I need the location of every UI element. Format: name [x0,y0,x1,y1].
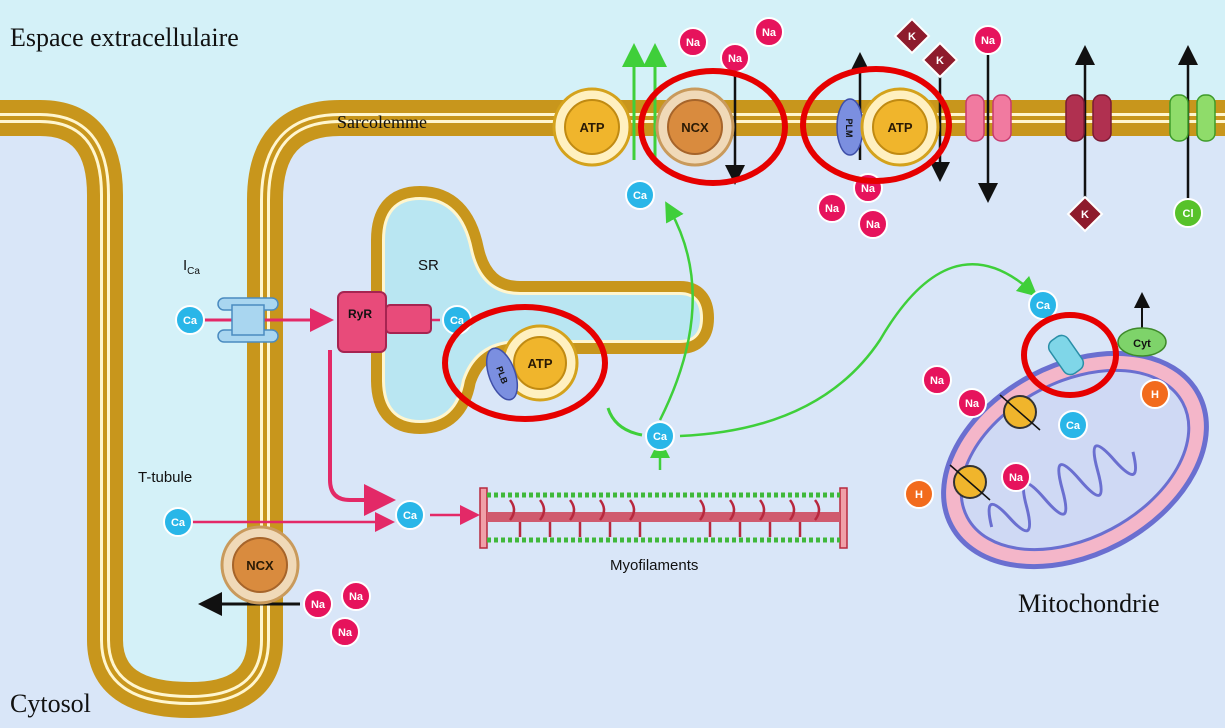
ions: Ca Ca Ca Ca Ca Ca Ca Ca Na Na Na Na Na N… [163,17,1203,647]
ca-ion: Ca [625,180,655,210]
k-ion: K [921,41,959,79]
sarcolemma-membrane [0,100,1225,719]
sarcolemma-label: Sarcolemme [337,112,427,132]
nak-atpase-icon: ATP [860,87,940,167]
highlight-circles [442,66,1119,422]
highlight-mito-uniporter [1021,312,1119,398]
svg-text:H: H [1151,389,1159,401]
na-ion: Na [754,17,784,47]
svg-text:Na: Na [981,35,996,47]
na-channel-icon [965,94,1012,142]
l-type-ca-channel-icon [217,297,279,343]
cl-ion: Cl [1173,198,1203,228]
k-channel-icon [1065,94,1112,142]
svg-text:Na: Na [686,37,701,49]
myofilaments-label: Myofilaments [610,557,698,574]
k-ion: K [1066,195,1104,233]
svg-text:Na: Na [311,599,326,611]
na-ion: Na [720,43,750,73]
plb-icon: PLB [485,347,519,401]
na-ion: Na [922,365,952,395]
na-ion: Na [957,388,987,418]
svg-text:Ca: Ca [171,517,186,529]
myofilaments [479,487,848,549]
svg-text:Ca: Ca [1036,300,1051,312]
svg-text:Ca: Ca [653,431,668,443]
atp-label-3: ATP [527,356,552,371]
svg-text:Na: Na [349,591,364,603]
na-ion: Na [1001,462,1031,492]
highlight-nak-atpase [800,66,952,184]
svg-text:Na: Na [338,627,353,639]
ncx-label-2: NCX [246,558,274,573]
ryr-icon: RyR [337,291,432,353]
ttubule-label: T-tubule [138,469,192,486]
highlight-serca [442,304,608,422]
svg-text:Ca: Ca [1066,420,1081,432]
svg-text:Na: Na [866,219,881,231]
ca-ion: Ca [1058,410,1088,440]
cyt-label: Cyt [1133,338,1151,350]
svg-text:Na: Na [930,375,945,387]
svg-text:Ca: Ca [183,315,198,327]
ncx-ttubule-icon: NCX [220,525,300,605]
ryr-label: RyR [348,307,372,321]
pumps: ATP NCX PLM ATP ATP PLB NCX [220,87,1167,605]
svg-text:Na: Na [965,398,980,410]
ica-label: ICa [183,257,200,277]
h-ion: H [904,479,934,509]
atp-label-1: ATP [579,120,604,135]
ca-ion: Ca [163,507,193,537]
ion-channels [217,94,1216,376]
mito-ca-uniporter-icon [1047,334,1085,376]
na-ion: Na [973,25,1003,55]
plm-label: PLM [844,119,854,138]
sarcolemma-atpase-icon: ATP [552,87,632,167]
svg-text:K: K [936,55,944,67]
mito-exchanger-icon-2 [949,464,991,501]
svg-text:K: K [1081,209,1089,221]
mito-exchanger-icon-1 [999,394,1041,431]
mitochondria-label: Mitochondrie [1018,589,1160,618]
na-ion: Na [858,209,888,239]
svg-text:K: K [908,31,916,43]
svg-text:Na: Na [1009,472,1024,484]
na-ion: Na [341,581,371,611]
svg-text:Ca: Ca [403,510,418,522]
svg-text:Ca: Ca [450,315,465,327]
svg-text:Na: Na [861,183,876,195]
cl-channel-icon [1169,94,1216,142]
svg-text:Cl: Cl [1183,208,1194,220]
k-ion: K [893,17,931,55]
highlight-ncx [638,68,788,186]
na-ion: Na [817,193,847,223]
svg-text:H: H [915,489,923,501]
na-ion: Na [330,617,360,647]
ca-ion: Ca [175,305,205,335]
cytosol-label: Cytosol [10,689,91,718]
serca-icon: ATP [501,324,579,402]
extracellular-label: Espace extracellulaire [10,23,239,52]
cytochrome-icon: Cyt [1117,327,1167,357]
svg-text:Na: Na [825,203,840,215]
plm-icon: PLM [836,98,864,156]
ca-ion: Ca [645,421,675,451]
ncx-sarcolemma-icon: NCX [655,87,735,167]
ncx-label-1: NCX [681,120,709,135]
ca-ion: Ca [1028,290,1058,320]
h-ion: H [1140,379,1170,409]
na-ion: Na [678,27,708,57]
ca-ion: Ca [395,500,425,530]
svg-text:Na: Na [762,27,777,39]
sr-label: SR [418,257,439,274]
svg-text:Na: Na [728,53,743,65]
na-ion: Na [303,589,333,619]
svg-text:Ca: Ca [633,190,648,202]
atp-label-2: ATP [887,120,912,135]
na-ion: Na [853,173,883,203]
